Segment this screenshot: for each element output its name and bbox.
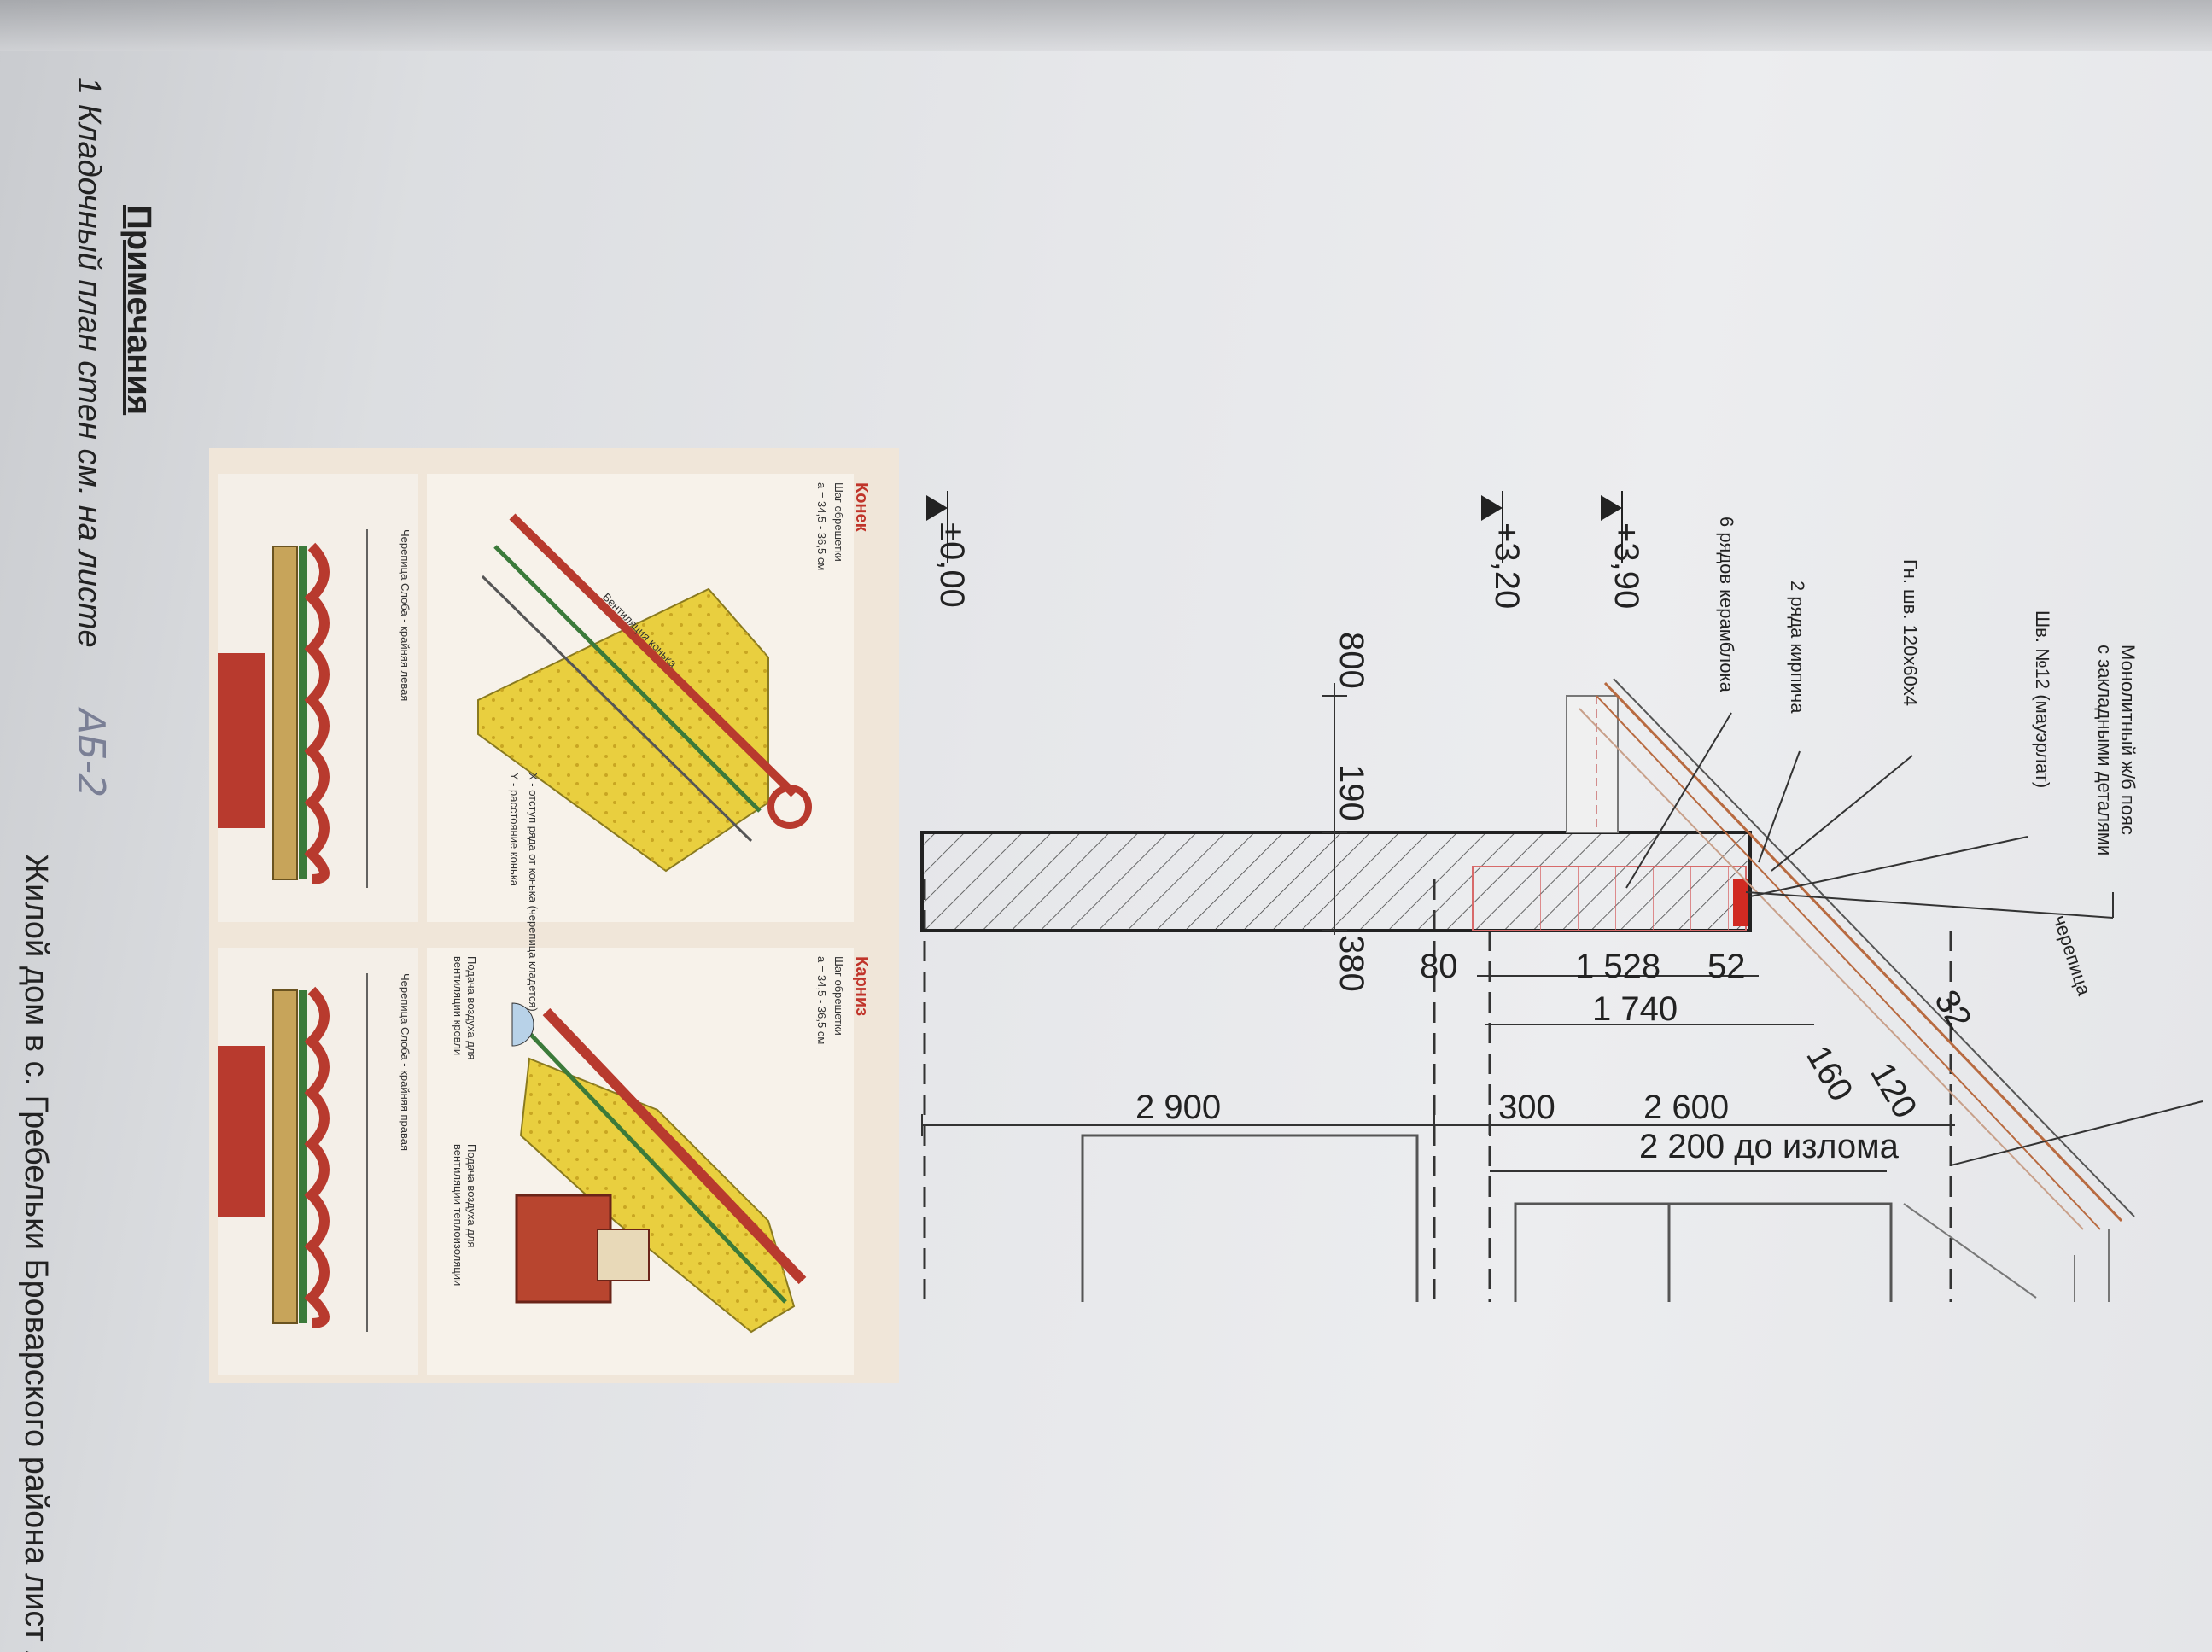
dim-190: 190 bbox=[1333, 764, 1370, 821]
ridge-note-x: Х - отступ ряда от конька (черепица клад… bbox=[527, 773, 540, 1012]
callout-bent-channel: Гн. шв. 120х60х4 bbox=[1900, 559, 1921, 706]
notes-sheet-ref: АБ-2 bbox=[69, 706, 113, 797]
elevation-marks: ±0,00 +3,20 +3,90 bbox=[926, 491, 1645, 609]
callout-brick: 2 ряда кирпича bbox=[1787, 581, 1808, 714]
callout-belt-2: с закладными деталями bbox=[2094, 645, 2116, 855]
eave-step-value: а = 34,5 - 36,5 см bbox=[815, 956, 828, 1044]
dim-120: 120 bbox=[1863, 1057, 1923, 1125]
elev-level-1: +3,20 bbox=[1488, 522, 1526, 609]
dim-52: 52 bbox=[1707, 948, 1746, 985]
elev-zero: ±0,00 bbox=[933, 522, 971, 608]
callout-ceramoblock: 6 рядов керамблока bbox=[1716, 517, 1737, 693]
ridge-step-value: а = 34,5 - 36,5 см bbox=[815, 482, 828, 570]
dim-2600: 2 600 bbox=[1643, 1089, 1729, 1126]
eave-air-3: Подача воздуха для bbox=[465, 1144, 478, 1247]
dim-300: 300 bbox=[1498, 1089, 1555, 1126]
tile-left-caption: Черепица Слоба - крайняя левая bbox=[399, 529, 411, 701]
dim-160: 160 bbox=[1799, 1040, 1859, 1108]
eave-title: Карниз bbox=[852, 956, 871, 1016]
ridge-detail: Конек Шаг обрешетки а = 34,5 - 36,5 см В… bbox=[477, 482, 871, 1012]
ridge-title: Конек bbox=[852, 482, 871, 533]
eave-air-1: Подача воздуха для bbox=[465, 956, 478, 1059]
mauerlat-belt bbox=[1733, 879, 1748, 926]
dim-1528: 1 528 bbox=[1575, 948, 1660, 985]
tile-right-caption: Черепица Слоба - крайняя правая bbox=[399, 973, 411, 1151]
page-shadow bbox=[0, 0, 2212, 51]
dim-1740: 1 740 bbox=[1592, 990, 1678, 1028]
eave-step-label: Шаг обрешетки bbox=[832, 956, 845, 1036]
eave-detail: Карниз Шаг обрешетки а = 34,5 - 36,5 см … bbox=[452, 956, 871, 1334]
tile-section-left: Черепица Слоба - крайняя левая bbox=[218, 529, 411, 888]
dim-2900: 2 900 bbox=[1135, 1089, 1221, 1126]
ridge-step-label: Шаг обрешетки bbox=[832, 482, 845, 562]
notes-block: Примечания 1 Кладочный план стен см. на … bbox=[18, 77, 158, 1652]
notes-line-2: Жилой дом в с. Гребельки Броварского рай… bbox=[18, 854, 54, 1652]
dim-80: 80 bbox=[1420, 948, 1458, 985]
dim-2200: 2 200 до излома bbox=[1639, 1128, 1900, 1165]
roof-slope bbox=[1579, 678, 2135, 1230]
callout-belt: Монолитный ж/б пояс bbox=[2117, 645, 2139, 835]
elev-level-2: +3,90 bbox=[1608, 522, 1645, 609]
roof-details-panel: Конек Шаг обрешетки а = 34,5 - 36,5 см В… bbox=[209, 448, 899, 1383]
eave-air-2: вентиляции кровли bbox=[452, 956, 464, 1055]
section-drawing: 800 190 380 80 1 528 52 1 740 160 32 120… bbox=[920, 491, 2203, 1302]
notes-line-1: 1 Кладочный план стен см. на листе bbox=[71, 77, 107, 648]
dim-800: 800 bbox=[1333, 632, 1370, 689]
callout-tile: черепица bbox=[2049, 913, 2095, 999]
eave-air-4: вентиляции теплоизоляции bbox=[452, 1144, 464, 1286]
dim-380: 380 bbox=[1333, 935, 1370, 992]
notes-title: Примечания bbox=[120, 205, 158, 415]
callout-mauerlat: Шв. №12 (мауэрлат) bbox=[2032, 610, 2053, 788]
tile-section-right: Черепица Слоба - крайняя правая bbox=[218, 973, 411, 1332]
ridge-note-y: Y - расстояние конька bbox=[508, 773, 521, 887]
